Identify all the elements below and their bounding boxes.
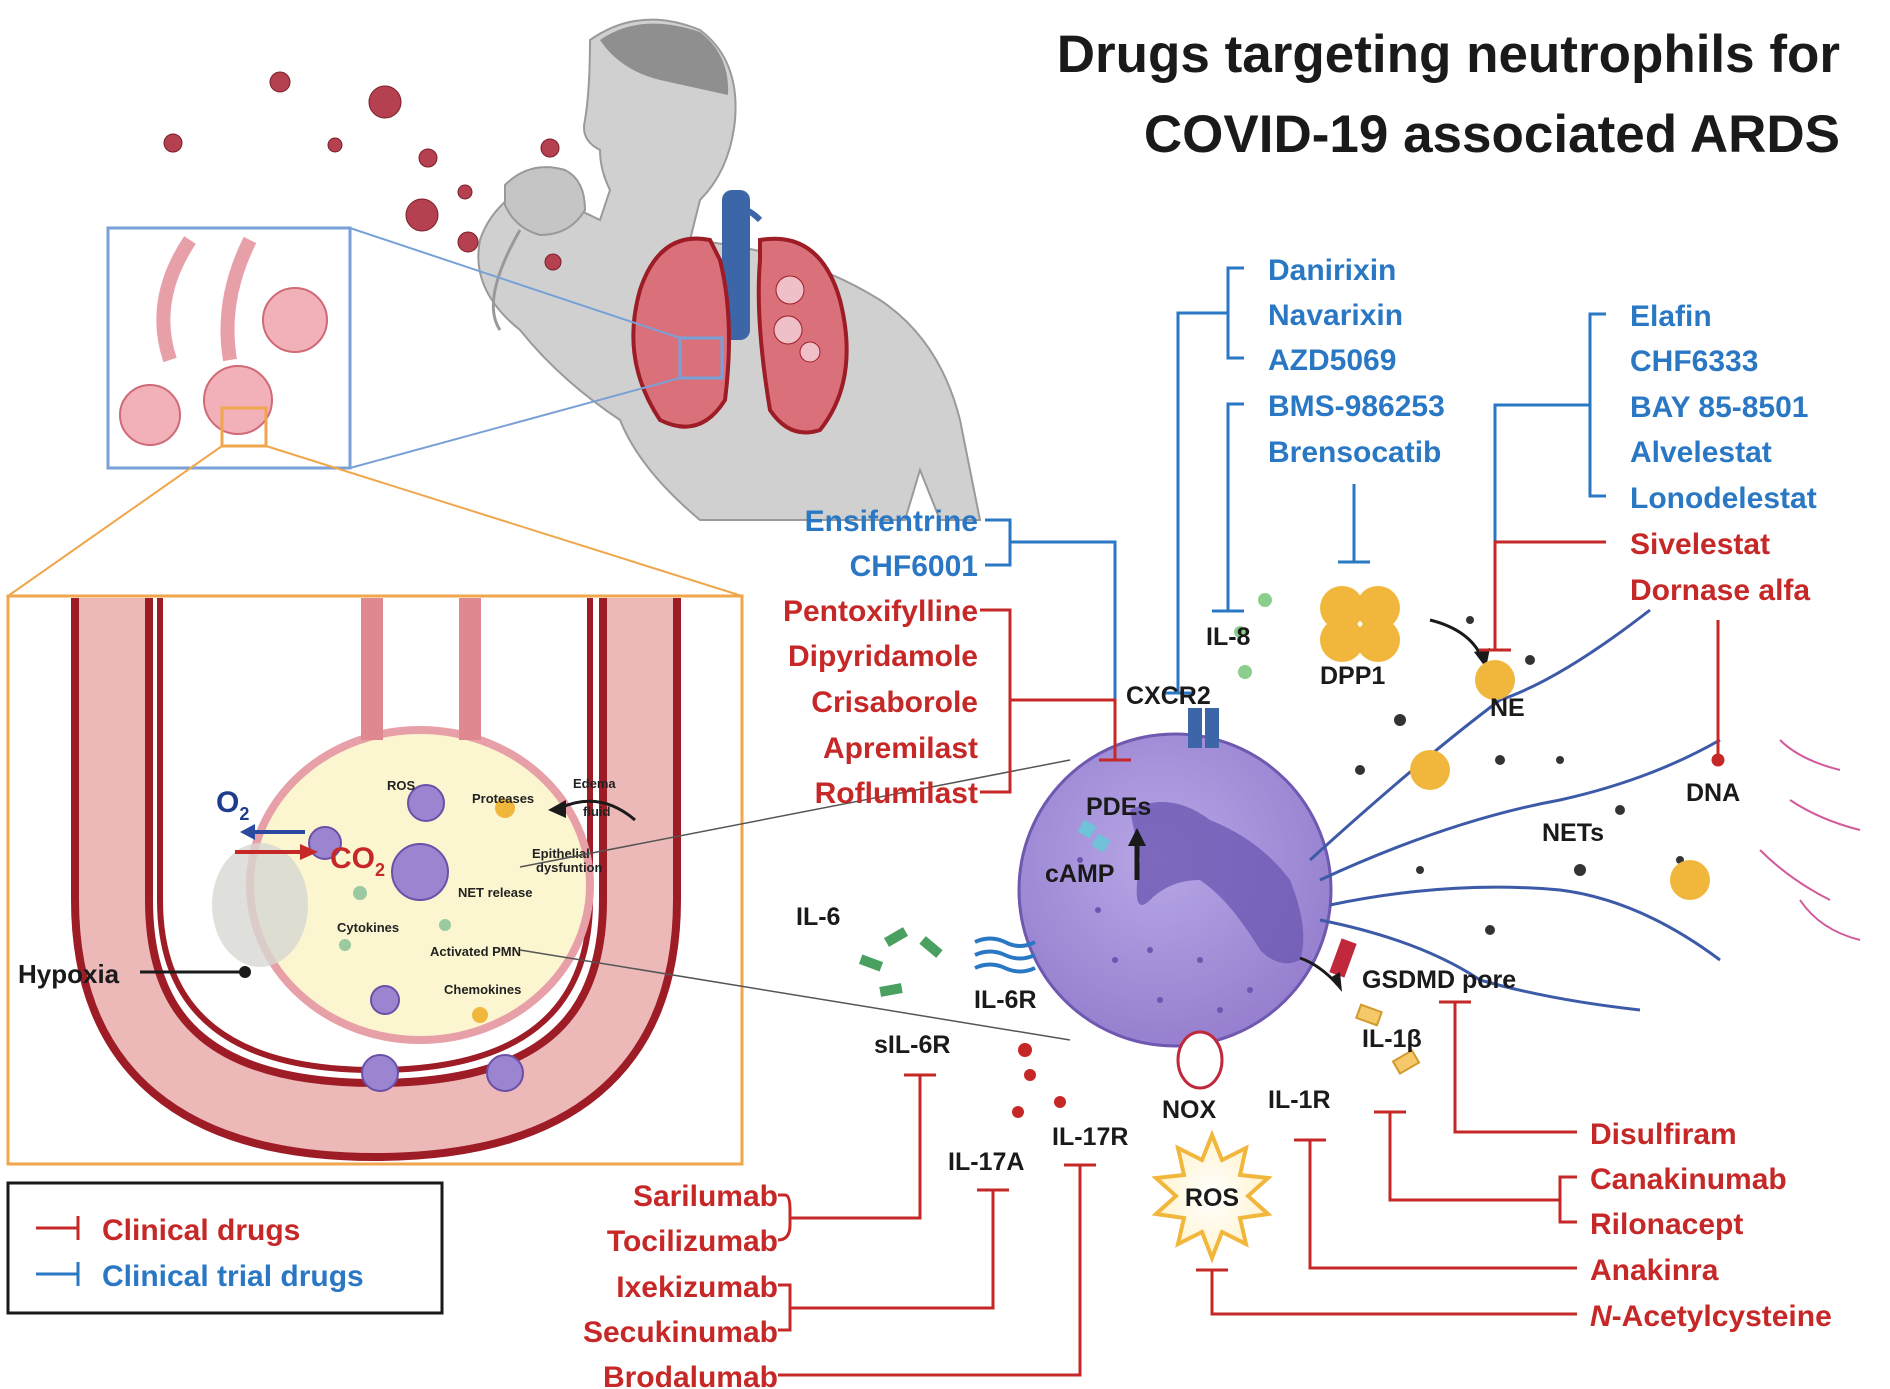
camp-label: cAMP <box>1045 860 1114 888</box>
alveoli-zoom <box>7 226 743 597</box>
proteases-label: Proteases <box>472 791 534 806</box>
trial-drug-connectors <box>985 266 1606 700</box>
net-fibers <box>1308 608 1721 1012</box>
drug-navarixin: Navarixin <box>1268 299 1403 332</box>
drug-roflumilast: Roflumilast <box>815 777 978 810</box>
il1b-label: IL-1β <box>1362 1025 1422 1053</box>
il6r-label: IL-6R <box>974 986 1037 1014</box>
drug-apremilast: Apremilast <box>823 732 978 765</box>
drug-bay-85-8501: BAY 85-8501 <box>1630 391 1808 424</box>
legend-clinical-label: Clinical drugs <box>102 1214 300 1247</box>
il17r-label: IL-17R <box>1052 1123 1128 1151</box>
drug-ensifentrine: Ensifentrine <box>805 505 978 538</box>
zoom-line-top <box>519 759 1071 868</box>
dpp1-label: DPP1 <box>1320 662 1385 690</box>
clinical-drug-connectors <box>777 540 1725 1377</box>
il8-label: IL-8 <box>1206 623 1251 651</box>
title-line-1: Drugs targeting neutrophils for <box>1057 25 1840 84</box>
nets-label: NETs <box>1542 819 1604 847</box>
il6-molecules <box>858 927 943 997</box>
virus-particles <box>163 71 562 271</box>
drug-chf6333: CHF6333 <box>1630 345 1758 378</box>
drug-alvelestat: Alvelestat <box>1630 436 1772 469</box>
il8-molecules <box>1234 593 1272 679</box>
drug-pentoxifylline: Pentoxifylline <box>783 595 978 628</box>
ros-label: ROS <box>1185 1184 1239 1212</box>
dna-label: DNA <box>1686 779 1740 807</box>
il6-label: IL-6 <box>796 903 840 931</box>
drug-dornase-alfa: Dornase alfa <box>1630 574 1810 607</box>
drug-elafin: Elafin <box>1630 300 1712 333</box>
ne-label: NE <box>1490 694 1525 722</box>
il1r-label: IL-1R <box>1268 1086 1331 1114</box>
activated-pmn-label: Activated PMN <box>430 944 521 959</box>
epithelial-label-2: dysfuntion <box>536 860 602 875</box>
lungs-illustration <box>631 190 849 435</box>
il17a-molecules <box>1012 1043 1066 1118</box>
drug-canakinumab: Canakinumab <box>1590 1163 1787 1196</box>
cxcr2-label: CXCR2 <box>1126 682 1211 710</box>
net-release-label: NET release <box>458 885 532 900</box>
sil6r-label: sIL-6R <box>874 1031 950 1059</box>
inset-ros-label: ROS <box>387 778 416 793</box>
chemokines-label: Chemokines <box>444 982 521 997</box>
legend-trial-label: Clinical trial drugs <box>102 1260 364 1293</box>
edema-label-1: Edema <box>573 776 616 791</box>
edema-label-2: fluid <box>583 804 610 819</box>
cytokines-label: Cytokines <box>337 920 399 935</box>
nox-enzyme-shape <box>1176 1030 1224 1090</box>
drug-n-acetylcysteine: N-Acetylcysteine <box>1590 1300 1832 1333</box>
drug-brensocatib: Brensocatib <box>1268 436 1441 469</box>
gsdmd-label: GSDMD pore <box>1362 966 1516 994</box>
nox-label: NOX <box>1162 1096 1217 1124</box>
drug-chf6001: CHF6001 <box>850 550 978 583</box>
drug-rilonacept: Rilonacept <box>1590 1208 1743 1241</box>
il1b-molecules <box>1354 1003 1421 1075</box>
ros-burst <box>1151 1129 1273 1264</box>
epithelial-label-1: Epithelial <box>532 846 590 861</box>
drug-azd5069: AZD5069 <box>1268 344 1396 377</box>
drug-bms-986253: BMS-986253 <box>1268 390 1445 423</box>
drug-lonodelestat: Lonodelestat <box>1630 482 1817 515</box>
dna-fragments <box>1759 739 1861 941</box>
drug-ixekizumab: Ixekizumab <box>616 1271 778 1304</box>
neutrophil-cell <box>1017 732 1333 1048</box>
drug-brodalumab: Brodalumab <box>603 1361 778 1389</box>
drug-sivelestat: Sivelestat <box>1630 528 1770 561</box>
drug-anakinra: Anakinra <box>1590 1254 1719 1287</box>
drug-crisaborole: Crisaborole <box>811 686 978 719</box>
drug-dipyridamole: Dipyridamole <box>788 640 978 673</box>
cxcr2-receptor-shape <box>1188 708 1202 748</box>
drug-danirixin: Danirixin <box>1268 254 1396 287</box>
zoom-line-bottom <box>519 949 1071 1041</box>
il17a-label: IL-17A <box>948 1148 1024 1176</box>
co2-label: CO2 <box>330 842 385 880</box>
title-line-2: COVID-19 associated ARDS <box>1144 105 1840 164</box>
ne-enzymes <box>1410 660 1710 900</box>
drug-sarilumab: Sarilumab <box>633 1180 778 1213</box>
alveolus-inset <box>6 594 744 1166</box>
gsdmd-pore-shape <box>1329 938 1357 978</box>
legend: Clinical drugs Clinical trial drugs <box>6 1181 444 1315</box>
o2-label: O2 <box>216 786 249 824</box>
hypoxia-label: Hypoxia <box>18 959 120 989</box>
pdes-label: PDEs <box>1086 793 1151 821</box>
dpp1-enzyme <box>1320 586 1400 662</box>
drug-disulfiram: Disulfiram <box>1590 1118 1737 1151</box>
drug-tocilizumab: Tocilizumab <box>607 1225 778 1258</box>
drug-secukinumab: Secukinumab <box>583 1316 778 1349</box>
il6r-receptor <box>974 936 1036 974</box>
